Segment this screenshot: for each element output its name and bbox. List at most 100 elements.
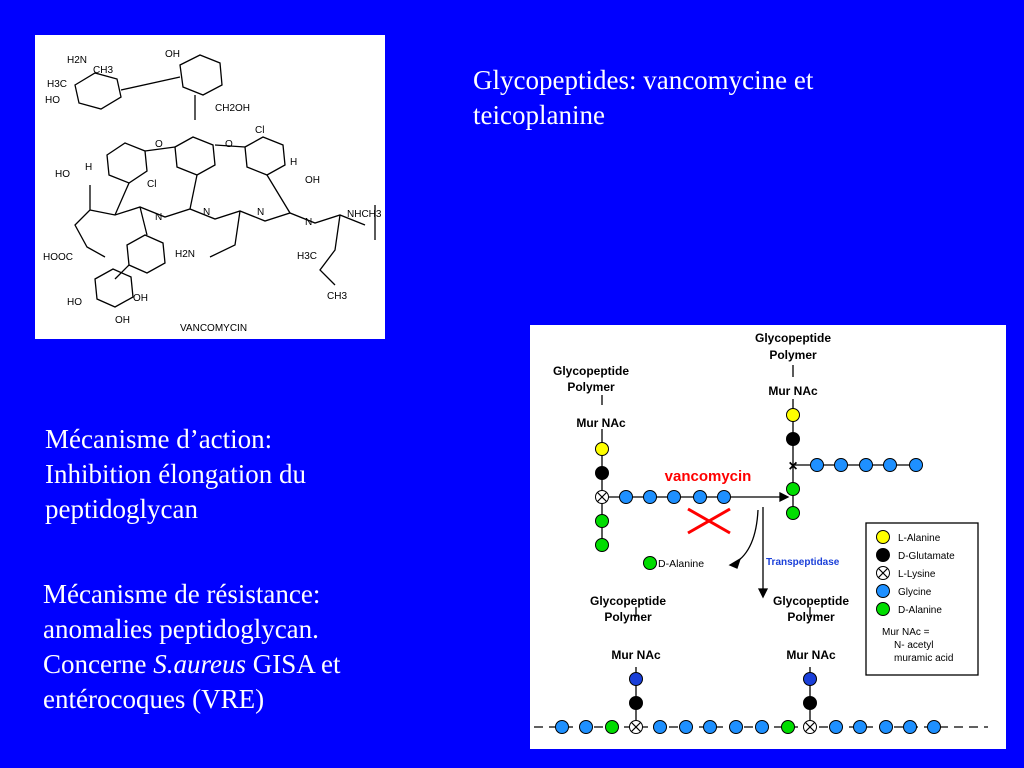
- glycine-residue: [717, 490, 731, 504]
- label-h-2: H: [290, 157, 297, 168]
- glycine-residue: [853, 720, 867, 734]
- polymer-title-4b: Polymer: [787, 610, 835, 624]
- vancomycin-structure-drawing: H2N CH3 H3C HO OH CH2OH O O Cl Cl HO OH …: [43, 49, 382, 334]
- label-oh-sugar: OH: [165, 49, 180, 60]
- mechanism-of-action: Mécanisme d’action: Inhibition élongatio…: [45, 422, 306, 527]
- glycine-residue: [927, 720, 941, 734]
- d-glutamate-residue: [629, 696, 643, 710]
- resistance-line-3-suffix: GISA et: [245, 649, 341, 679]
- label-n-2: N: [203, 207, 210, 218]
- glycine-residue: [703, 720, 717, 734]
- title-line-2: teicoplanine: [473, 100, 605, 130]
- mur-nac-label-4: Mur NAc: [786, 648, 836, 662]
- l-alanine-residue: [786, 408, 800, 422]
- mur-nac-label-2: Mur NAc: [768, 384, 818, 398]
- label-ch3-leu: CH3: [327, 291, 347, 302]
- glycine-residue: [555, 720, 569, 734]
- glycine-residue: [579, 720, 593, 734]
- glycine-residue: [653, 720, 667, 734]
- label-n-4: N: [305, 217, 312, 228]
- released-d-alanine-label: D-Alanine: [658, 558, 704, 570]
- legend-note-line-3: muramic acid: [894, 653, 953, 664]
- released-d-alanine-residue: [643, 556, 657, 570]
- mechanism-line-1: Mécanisme d’action:: [45, 424, 273, 454]
- legend-d-glutamate-symbol: [876, 548, 890, 562]
- resistance-line-4: entérocoques (VRE): [43, 684, 265, 714]
- glycine-residue: [879, 720, 893, 734]
- resistance-line-1: Mécanisme de résistance:: [43, 579, 321, 609]
- label-hooc: HOOC: [43, 252, 73, 263]
- l-alanine-residue-modified: [629, 672, 643, 686]
- legend-d-alanine-symbol: [876, 602, 890, 616]
- legend-note-line-2: N- acetyl: [894, 640, 933, 651]
- label-ho-left: HO: [55, 169, 70, 180]
- title-line-1: Glycopeptides: vancomycine et: [473, 65, 814, 95]
- organism-name: S.aureus: [153, 649, 246, 679]
- mur-nac-label-3: Mur NAc: [611, 648, 661, 662]
- label-cl-top: Cl: [255, 125, 264, 136]
- resistance-line-2: anomalies peptidoglycan.: [43, 614, 319, 644]
- polymer-title-2a: Glycopeptide: [755, 331, 831, 345]
- mechanism-diagram-drawing: Glycopeptide Polymer Mur NAc Glycopeptid…: [534, 331, 988, 734]
- label-ho-ring: HO: [67, 297, 82, 308]
- legend: L-AlanineD-GlutamateL-LysineGlycineD-Ala…: [865, 522, 979, 676]
- label-h3c: H3C: [47, 79, 67, 90]
- legend-d-glutamate-label: D-Glutamate: [898, 551, 955, 562]
- mechanism-line-3: peptidoglycan: [45, 494, 198, 524]
- polymer-title-3b: Polymer: [604, 610, 652, 624]
- glycine-residue: [859, 458, 873, 472]
- label-n-3: N: [257, 207, 264, 218]
- d-alanine-residue: [595, 538, 609, 552]
- resistance-line-3-prefix: Concerne: [43, 649, 154, 679]
- glycine-residue: [667, 490, 681, 504]
- label-h3c-leu: H3C: [297, 251, 317, 262]
- vancomycin-structure: H2N CH3 H3C HO OH CH2OH O O Cl Cl HO OH …: [35, 35, 385, 339]
- d-alanine-residue: [781, 720, 795, 734]
- d-glutamate-residue: [786, 432, 800, 446]
- mechanism-line-2: Inhibition élongation du: [45, 459, 306, 489]
- label-n-1: N: [155, 212, 162, 223]
- polymer-title-4a: Glycopeptide: [773, 594, 849, 608]
- legend-items: L-AlanineD-GlutamateL-LysineGlycineD-Ala…: [876, 530, 955, 616]
- label-h-1: H: [85, 162, 92, 173]
- l-lysine-residue: [595, 490, 609, 504]
- glycine-residue: [834, 458, 848, 472]
- label-h2n-amide: H2N: [175, 249, 195, 260]
- resistance-line-3: Concerne S.aureus GISA et: [43, 647, 340, 682]
- diagram-labels: Glycopeptide Polymer Mur NAc Glycopeptid…: [553, 331, 849, 662]
- polymer-title-1b: Polymer: [567, 380, 615, 394]
- l-lysine-residue: [803, 720, 817, 734]
- polymer-title-3a: Glycopeptide: [590, 594, 666, 608]
- glycine-residue: [693, 490, 707, 504]
- glycine-residue: [619, 490, 633, 504]
- label-o-left: O: [155, 139, 163, 150]
- label-oh-bottom: OH: [115, 315, 130, 326]
- legend-note-line-1: Mur NAc =: [882, 627, 930, 638]
- legend-d-alanine-label: D-Alanine: [898, 605, 942, 616]
- residue-chains: [555, 408, 941, 734]
- structure-caption: VANCOMYCIN: [180, 323, 247, 334]
- legend-glycine-symbol: [876, 584, 890, 598]
- mechanism-diagram: Glycopeptide Polymer Mur NAc Glycopeptid…: [530, 325, 1006, 749]
- label-h2n: H2N: [67, 55, 87, 66]
- glycine-residue: [643, 490, 657, 504]
- glycine-residue: [810, 458, 824, 472]
- crosslink-mark: ×: [788, 458, 797, 475]
- polymer-title-1a: Glycopeptide: [553, 364, 629, 378]
- resistance-mechanism: Mécanisme de résistance: anomalies pepti…: [43, 577, 340, 717]
- structure-labels: H2N CH3 H3C HO OH CH2OH O O Cl Cl HO OH …: [43, 49, 382, 334]
- label-ch2oh: CH2OH: [215, 103, 250, 114]
- label-oh-right: OH: [305, 175, 320, 186]
- d-alanine-residue: [786, 506, 800, 520]
- label-o-right: O: [225, 139, 233, 150]
- glycine-residue: [903, 720, 917, 734]
- l-alanine-residue-modified: [803, 672, 817, 686]
- slide-title: Glycopeptides: vancomycine et teicoplani…: [473, 63, 813, 133]
- label-cl-bottom: Cl: [147, 179, 156, 190]
- d-alanine-residue: [605, 720, 619, 734]
- legend-glycine-label: Glycine: [898, 587, 932, 598]
- label-ch3-top: CH3: [93, 65, 113, 76]
- label-ho-sugar: HO: [45, 95, 60, 106]
- mur-nac-label-1: Mur NAc: [576, 416, 626, 430]
- label-oh-ring: OH: [133, 293, 148, 304]
